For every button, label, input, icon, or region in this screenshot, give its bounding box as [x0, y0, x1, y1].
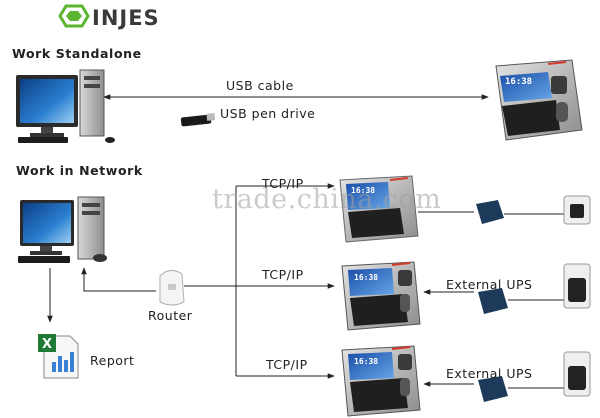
excel-report-icon: X — [38, 334, 79, 379]
standalone-attendance-device-icon — [495, 59, 583, 141]
standalone-computer-icon — [16, 69, 115, 143]
router-icon — [159, 270, 185, 306]
injes-logo-icon — [58, 4, 90, 28]
brand-name: INJES — [92, 6, 160, 30]
router-label: Router — [148, 308, 193, 323]
tcp-ip-label-1: TCP/IP — [262, 176, 304, 191]
reader-1-icon — [476, 200, 504, 224]
external-ups-label-2: External UPS — [446, 277, 533, 292]
device-2-clock: 16:38 — [354, 273, 379, 282]
report-label: Report — [90, 353, 135, 368]
svg-text:X: X — [42, 337, 52, 352]
device-1-clock: 16:38 — [351, 186, 376, 195]
external-ups-label-3: External UPS — [446, 366, 533, 381]
device-3-clock: 16:38 — [354, 357, 379, 366]
network-device-2-icon — [341, 261, 421, 331]
network-computer-icon — [18, 196, 107, 263]
tcp-ip-label-3: TCP/IP — [266, 357, 308, 372]
power-adapter-3-icon — [563, 351, 591, 397]
power-adapter-2-icon — [563, 263, 591, 309]
usb-pen-drive-label: USB pen drive — [220, 106, 316, 121]
router-to-pc-arrow — [81, 267, 156, 292]
standalone-heading: Work Standalone — [12, 46, 142, 61]
reader-3-icon — [478, 376, 508, 402]
usb-cable-label: USB cable — [226, 78, 294, 93]
watermark: trade.china.com — [212, 184, 442, 215]
usb-pen-drive-icon — [180, 113, 216, 127]
power-adapter-1-icon — [563, 195, 591, 225]
network-heading: Work in Network — [16, 163, 143, 178]
reader-2-icon — [478, 288, 508, 314]
network-device-1-icon — [339, 175, 419, 243]
network-device-3-icon — [341, 345, 421, 417]
tcp-ip-label-2: TCP/IP — [262, 267, 304, 282]
standalone-device-clock: 16:38 — [505, 77, 533, 87]
